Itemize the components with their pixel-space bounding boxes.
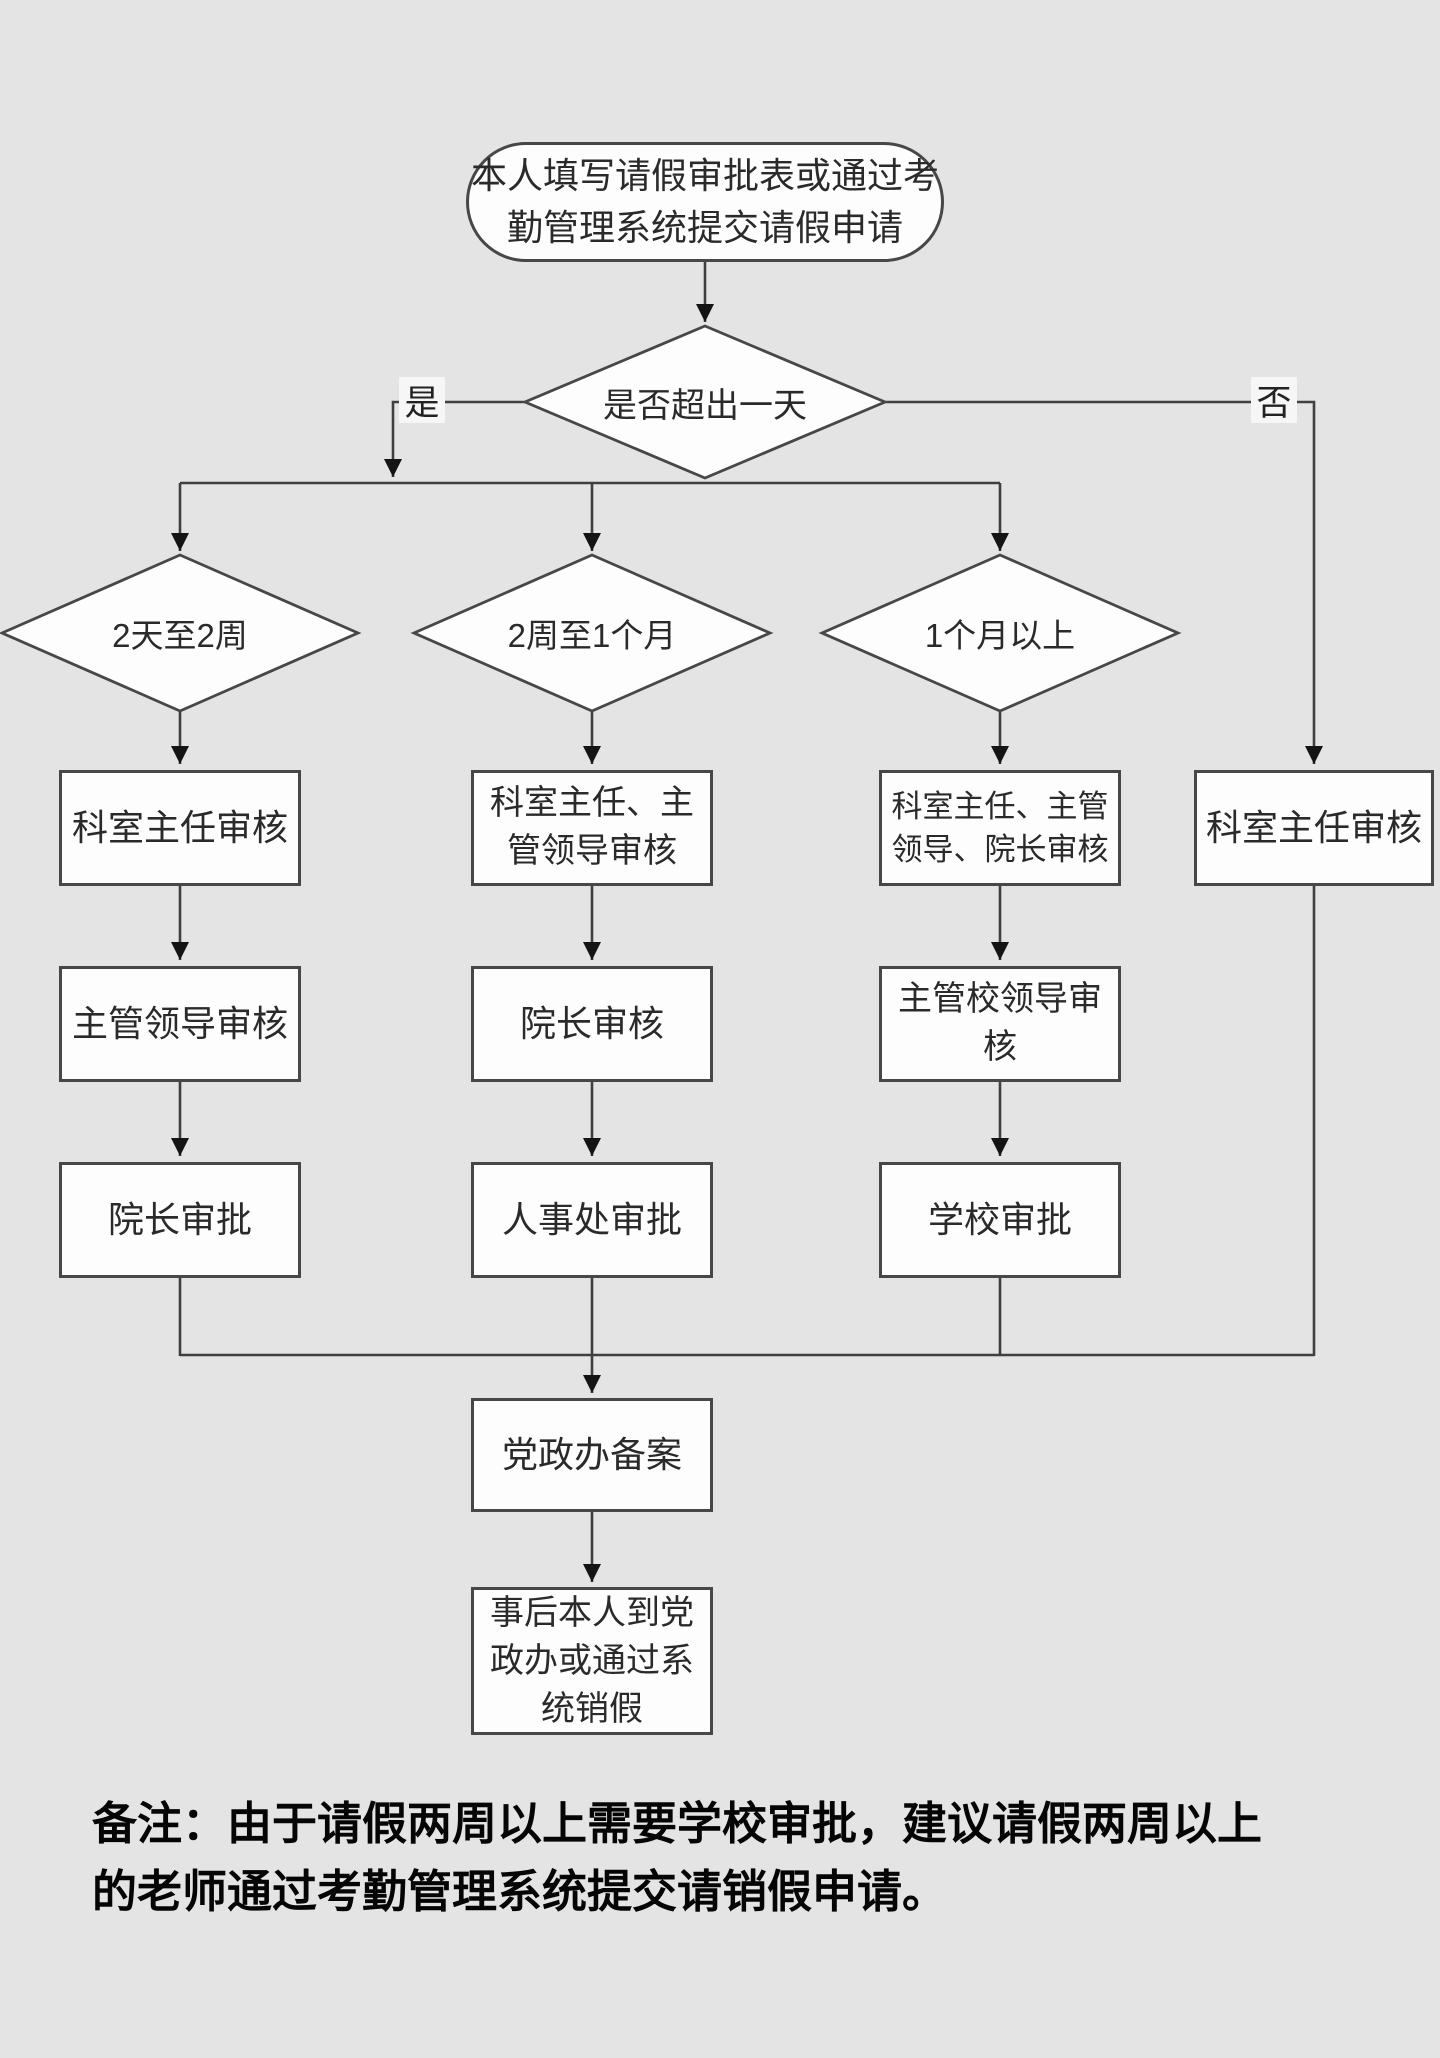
yes-edge-label: 是 bbox=[399, 377, 445, 423]
edge-no bbox=[885, 400, 1324, 764]
closing-step-box: 事后本人到党 政办或通过系 统销假 bbox=[471, 1587, 713, 1735]
edge-yes bbox=[383, 400, 525, 477]
no-edge-label: 否 bbox=[1251, 377, 1297, 423]
footnote-text: 备注：由于请假两周以上需要学校审批，建议请假两周以上 的老师通过考勤管理系统提交… bbox=[92, 1798, 1263, 1918]
branch1-condition-label: 2天至2周 bbox=[112, 617, 248, 654]
start-terminator: 本人填写请假审批表或通过考 勤管理系统提交请假申请 bbox=[466, 142, 944, 262]
branch2-diamond-shape bbox=[410, 553, 774, 713]
branch3-step3-box: 学校审批 bbox=[879, 1162, 1121, 1278]
edge-group bbox=[170, 262, 1324, 1582]
branch2-step2-box: 院长审核 bbox=[471, 966, 713, 1082]
branch2-step3-box: 人事处审批 bbox=[471, 1162, 713, 1278]
record-step-box: 党政办备案 bbox=[471, 1398, 713, 1512]
decision-label: 是否超出一天 bbox=[603, 386, 807, 425]
branch3-condition-label: 1个月以上 bbox=[924, 617, 1076, 654]
branch1-step1-box: 科室主任审核 bbox=[59, 770, 301, 886]
branch2-step1-box: 科室主任、主 管领导审核 bbox=[471, 770, 713, 886]
decision-diamond-shape bbox=[521, 324, 889, 480]
branch3-diamond-shape bbox=[818, 553, 1182, 713]
branch1-step2-box: 主管领导审核 bbox=[59, 966, 301, 1082]
branch3-step2-box: 主管校领导审 核 bbox=[879, 966, 1121, 1082]
diamond-group bbox=[0, 324, 1182, 713]
no-branch-step-box: 科室主任审核 bbox=[1194, 770, 1434, 886]
branch2-condition-label: 2周至1个月 bbox=[507, 617, 677, 654]
branch3-step1-box: 科室主任、主管 领导、院长审核 bbox=[879, 770, 1121, 886]
branch1-diamond-shape bbox=[0, 553, 362, 713]
branch1-step3-box: 院长审批 bbox=[59, 1162, 301, 1278]
